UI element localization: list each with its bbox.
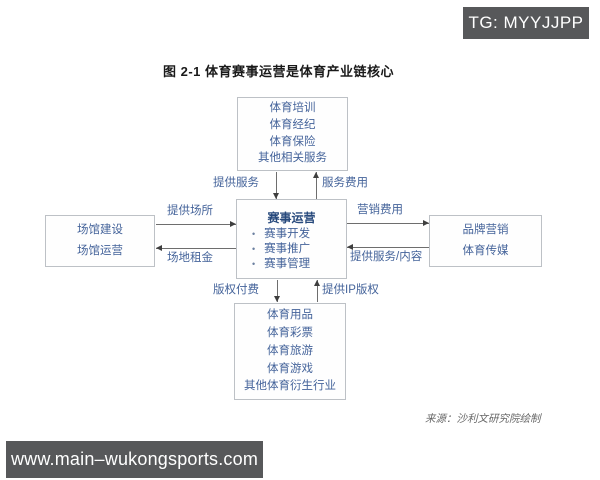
connector-copyright-payment [277, 280, 278, 302]
telegram-watermark-badge: TG: MYYJJPP [463, 7, 589, 39]
diagram-box-marketing-media: 品牌营销 体育传媒 [429, 215, 542, 267]
bullet-item: • 赛事推广 [237, 243, 346, 256]
connector-marketing-fee [347, 223, 429, 224]
label-copyright-payment: 版权付费 [213, 284, 259, 296]
diagram-box-venues: 场馆建设 场馆运营 [45, 215, 155, 267]
box-line: 体育旅游 [267, 344, 313, 357]
label-provide-ip: 提供IP版权 [322, 284, 379, 296]
footer-url-watermark: www.main–wukongsports.com [6, 441, 263, 478]
bullet-dot-icon: • [252, 244, 256, 255]
box-line: 其他相关服务 [258, 152, 327, 165]
connector-provide-ip [317, 280, 318, 302]
bullet-label: 赛事开发 [264, 228, 311, 240]
box-line: 体育用品 [267, 309, 313, 322]
connector-provide-service [276, 172, 277, 199]
box-line: 体育游戏 [267, 362, 313, 375]
bullet-label: 赛事管理 [264, 258, 311, 270]
label-provide-venue: 提供场所 [167, 205, 213, 217]
connector-provide-content [347, 247, 429, 248]
bullet-dot-icon: • [252, 259, 256, 270]
label-provide-service: 提供服务 [213, 177, 259, 189]
connector-venue-rent [156, 248, 236, 249]
box-line: 场馆建设 [77, 224, 123, 236]
diagram-box-derivative-industries: 体育用品 体育彩票 体育旅游 体育游戏 其他体育衍生行业 [234, 303, 346, 400]
arrowhead-right-icon [423, 219, 429, 226]
source-note: 来源：沙利文研究院绘制 [425, 413, 541, 425]
arrowhead-up-icon [313, 172, 319, 178]
box-line: 体育传媒 [462, 244, 509, 257]
label-provide-content: 提供服务/内容 [350, 251, 423, 263]
bullet-label: 赛事推广 [264, 243, 311, 255]
box-line: 品牌营销 [462, 224, 509, 236]
diagram-box-event-operation: 赛事运营 • 赛事开发 • 赛事推广 • 赛事管理 [236, 199, 347, 279]
label-marketing-fee: 营销费用 [357, 204, 403, 216]
box-line: 体育培训 [269, 102, 316, 115]
arrowhead-up-icon [314, 280, 320, 286]
box-line: 体育彩票 [267, 327, 313, 339]
arrowhead-right-icon [230, 220, 236, 227]
label-venue-rent: 场地租金 [167, 252, 213, 264]
box-line: 体育保险 [269, 135, 316, 148]
bullet-item: • 赛事开发 [237, 228, 346, 241]
center-box-title: 赛事运营 [267, 210, 316, 225]
box-line: 场馆运营 [77, 244, 123, 257]
box-line: 其他体育衍生行业 [244, 380, 336, 393]
diagram-box-related-services: 体育培训 体育经纪 体育保险 其他相关服务 [237, 97, 348, 171]
bullet-dot-icon: • [252, 229, 256, 240]
box-line: 体育经纪 [269, 118, 316, 131]
connector-service-fee [316, 172, 317, 199]
figure-title: 图 2-1 体育赛事运营是体育产业链核心 [163, 64, 395, 79]
arrowhead-left-icon [347, 243, 353, 250]
arrowhead-left-icon [156, 244, 162, 251]
label-service-fee: 服务费用 [322, 177, 368, 189]
connector-provide-venue [156, 224, 236, 225]
arrowhead-down-icon [274, 296, 280, 302]
arrowhead-down-icon [273, 193, 279, 199]
bullet-item: • 赛事管理 [237, 258, 346, 271]
